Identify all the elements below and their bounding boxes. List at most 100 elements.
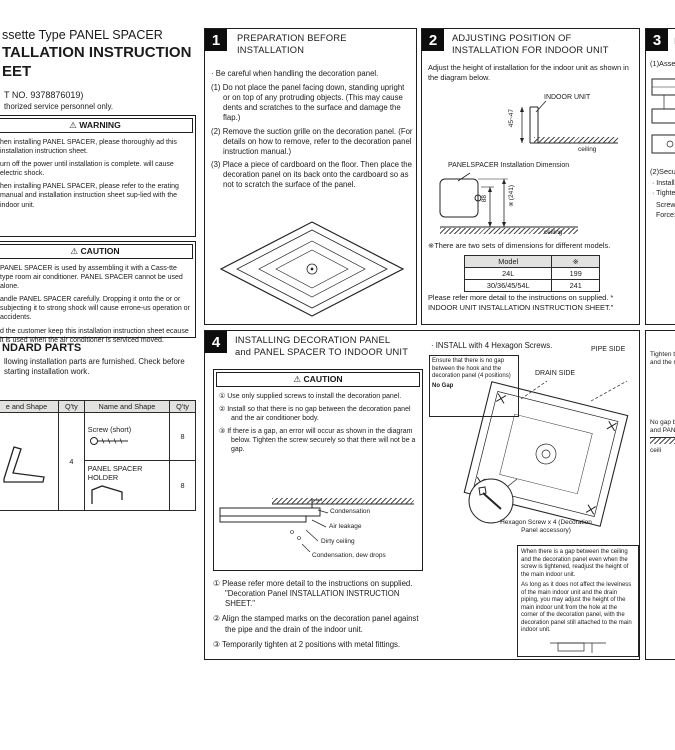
- caution-box-section4: ⚠ CAUTION ① Use only supplied screws to …: [213, 369, 423, 571]
- no-gap-note: Ensure that there is no gap between the …: [432, 358, 511, 379]
- section-4-number: 4: [205, 331, 227, 353]
- panel-top-view-diagram: [463, 380, 629, 527]
- assembly-diagram: [651, 78, 675, 154]
- model-row: 30/36/45/54L 241: [463, 279, 600, 292]
- warning-body: hen installing PANEL SPACER, please thor…: [0, 135, 195, 216]
- height-note-paragraph: As long as it does not affect the leveln…: [521, 582, 632, 633]
- caution-item: ① Use only supplied screws to install th…: [219, 393, 402, 400]
- section-1-title-line1: PREPARATION BEFORE: [237, 33, 347, 43]
- section-1-item: (1) Do not place the panel facing down, …: [211, 83, 405, 123]
- install-hexagon-note: · INSTALL with 4 Hexagon Screws.: [431, 341, 553, 350]
- section-1: 1 PREPARATION BEFORE INSTALLATION · Be c…: [204, 28, 417, 325]
- part-name: Screw (short): [87, 425, 132, 434]
- drain-side-label: DRAIN SIDE: [535, 370, 576, 377]
- section-2-intro: Adjust the height of installation for th…: [428, 63, 629, 82]
- warning-box: ⚠ WARNING hen installing PANEL SPACER, p…: [0, 115, 196, 237]
- part-name: PANEL SPACER HOLDER: [87, 463, 143, 482]
- parts-header: Name and Shape: [83, 400, 171, 413]
- section-4-items: ① Please refer more detail to the instru…: [213, 579, 425, 650]
- ceiling-hatch-caution: [272, 498, 414, 504]
- caution-label-left: CAUTION: [80, 246, 120, 256]
- parts-header-row: e and Shape Q'ty Name and Shape Q'ty: [0, 400, 196, 413]
- section-1-items: (1) Do not place the panel facing down, …: [211, 83, 413, 190]
- cut-text: No gap bet: [650, 419, 675, 426]
- cut-right-panel: Tighten the scr and the main in No gap b…: [645, 330, 675, 660]
- caution-box-left: ⚠ CAUTION PANEL SPACER is used by assemb…: [0, 241, 196, 344]
- warning-item: hen installing PANEL SPACER, please thor…: [0, 139, 177, 156]
- no-gap-label: No Gap: [432, 382, 454, 389]
- condensation-label: Condensation: [330, 508, 371, 515]
- indoor-unit-label: INDOOR UNIT: [544, 94, 591, 101]
- caution-header-left: ⚠ CAUTION: [0, 244, 193, 259]
- cut-text: and PANEL: [650, 427, 675, 434]
- no-gap-callout: Ensure that there is no gap between the …: [429, 355, 519, 417]
- model-note: ※There are two sets of dimensions for di…: [428, 241, 611, 250]
- personnel-note: thorized service personnel only.: [4, 102, 114, 111]
- model-cell: 241: [551, 279, 600, 292]
- warning-item: urn off the power until installation is …: [0, 161, 174, 178]
- section-2-title-line1: ADJUSTING POSITION OF: [452, 33, 572, 43]
- model-cell: 30/36/45/54L: [463, 279, 553, 292]
- pipe-side-label: PIPE SIDE: [591, 346, 626, 353]
- caution-item: d the customer keep this installation in…: [0, 327, 189, 344]
- section-2-title-line2: INSTALLATION FOR INDOOR UNIT: [452, 44, 609, 55]
- warning-header: ⚠ WARNING: [0, 118, 193, 133]
- section-3-force-label: Force:0.9-1.2: [656, 212, 675, 219]
- caution-icon-section4: ⚠: [293, 374, 304, 384]
- section-1-item: (3) Place a piece of cardboard on the fl…: [211, 159, 412, 190]
- doc-title-line1: ssette Type PANEL SPACER: [2, 28, 163, 42]
- caution-item: ③ If there is a gap, an error will occur…: [219, 428, 416, 454]
- section-1-intro: · Be careful when handling the decoratio…: [211, 69, 379, 78]
- cut-text: Tighten the scr: [650, 351, 675, 358]
- part-name-cell: Screw (short): [83, 412, 171, 461]
- standard-parts-table: e and Shape Q'ty Name and Shape Q'ty 4 S…: [0, 400, 196, 511]
- caution-item: andle PANEL SPACER carefully. Dropping i…: [0, 296, 190, 322]
- standard-parts-title: NDARD PARTS: [2, 342, 82, 354]
- model-header-row: Model ※: [463, 255, 600, 268]
- dew-drops-label: Condensation, dew drops: [312, 552, 386, 559]
- warning-icon: ⚠: [69, 120, 80, 130]
- standard-parts-intro: llowing installation parts are furnished…: [4, 357, 185, 377]
- model-cell: 199: [551, 267, 600, 280]
- model-header: Model: [463, 255, 553, 268]
- model-table: Model ※ 24L 199 30/36/45/54L 241: [463, 255, 600, 292]
- ceiling-label-top: ceiling: [578, 146, 597, 153]
- section-2: 2 ADJUSTING POSITION OF INSTALLATION FOR…: [421, 28, 640, 325]
- doc-title-line2: TALLATION INSTRUCTION: [2, 44, 192, 61]
- part-qty: 8: [169, 460, 196, 511]
- section-3-bullet: · Tighten: [652, 190, 675, 197]
- section-3: 3 INS (1)Assemb (2)Secure t · Install 8 …: [645, 28, 675, 325]
- caution-label-section4: CAUTION: [303, 374, 343, 384]
- section-3-number: 3: [646, 29, 668, 51]
- section-1-title: PREPARATION BEFORE INSTALLATION: [237, 33, 347, 56]
- screw-icon: [89, 437, 128, 445]
- part-qty: 8: [169, 412, 196, 461]
- air-leakage-label: Air leakage: [329, 523, 362, 530]
- section-3-step1: (1)Assemb: [650, 59, 675, 68]
- part-number: T NO. 9378876019): [4, 90, 84, 100]
- section-4-item: ① Please refer more detail to the instru…: [213, 579, 413, 609]
- caution-body-section4: ① Use only supplied screws to install th…: [214, 389, 422, 461]
- section-3-step2: (2)Secure t: [650, 167, 675, 176]
- dimension-45-47-label: 45~47: [508, 109, 515, 128]
- parts-header: e and Shape: [0, 400, 59, 413]
- bracket-icon: [3, 445, 45, 483]
- doc-title-line3: EET: [2, 63, 32, 80]
- holder-icon: [91, 484, 123, 504]
- caution-item: PANEL SPACER is used by assembling it wi…: [0, 265, 183, 291]
- hexagon-screw-label: Hexagon Screw x 4 (Decoration Panel acce…: [500, 519, 592, 535]
- caution-item: ② Install so that there is no gap betwee…: [219, 406, 411, 423]
- parts-header: Q'ty: [169, 400, 196, 413]
- section-2-title: ADJUSTING POSITION OF INSTALLATION FOR I…: [452, 33, 609, 56]
- caution-header-section4: ⚠ CAUTION: [216, 372, 420, 387]
- gap-error-diagram: Condensation Air leakage Dirty ceiling C…: [216, 486, 420, 568]
- section-1-title-line2: INSTALLATION: [237, 44, 305, 55]
- caution-icon-left: ⚠: [70, 246, 81, 256]
- height-readjust-note: When there is a gap between the ceiling …: [517, 545, 639, 657]
- gap-error-lines: [219, 499, 414, 553]
- bracket-part-cell: [0, 412, 59, 511]
- bracket-qty: 4: [57, 412, 85, 511]
- dirty-ceiling-label: Dirty ceiling: [321, 538, 355, 545]
- section-4: 4 INSTALLING DECORATION PANEL and PANEL …: [204, 330, 640, 660]
- dimension-88-label: 88: [481, 195, 488, 203]
